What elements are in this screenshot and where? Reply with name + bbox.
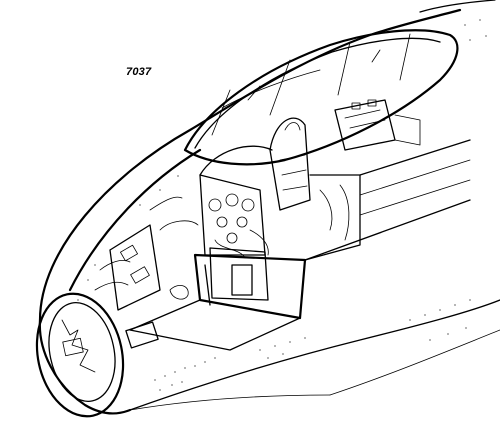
fuselage-outline	[38, 0, 500, 415]
stipple-shading	[77, 19, 487, 391]
cockpit-interior	[68, 99, 471, 351]
part-number-label: 7037	[126, 66, 152, 78]
canopy	[183, 29, 459, 166]
nose-cone	[35, 292, 125, 418]
